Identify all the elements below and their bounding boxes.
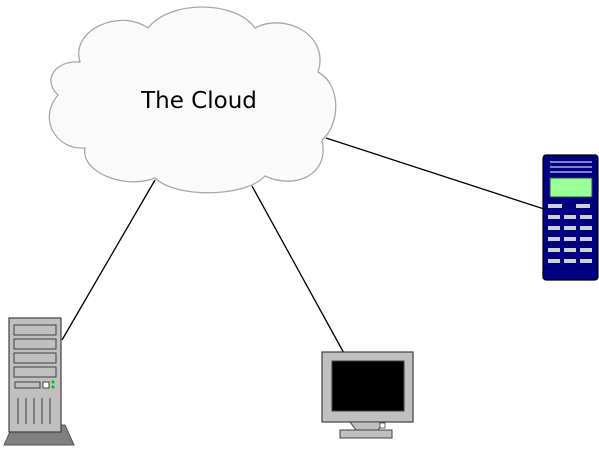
monitor-stand bbox=[339, 429, 393, 439]
connections bbox=[61, 137, 545, 356]
monitor-button bbox=[379, 422, 386, 429]
phone-screen bbox=[549, 177, 593, 198]
phone-keypad bbox=[548, 204, 592, 263]
server-bay-1 bbox=[13, 324, 57, 336]
phone-top-details bbox=[550, 161, 592, 173]
server-power-button bbox=[42, 381, 50, 389]
server-led-2 bbox=[51, 385, 55, 389]
connection-cloud-phone bbox=[325, 137, 545, 210]
server-bay-2 bbox=[13, 338, 57, 350]
monitor-neck bbox=[349, 421, 385, 431]
cloud-shape: The Cloud bbox=[48, 6, 337, 194]
cloud-icon bbox=[48, 6, 337, 194]
connection-cloud-monitor bbox=[251, 185, 346, 356]
server-vents bbox=[17, 398, 51, 424]
mobile-phone-icon bbox=[542, 154, 599, 281]
monitor-screen bbox=[331, 360, 405, 412]
monitor-icon bbox=[321, 351, 414, 439]
server-bay-4 bbox=[13, 366, 57, 378]
server-drive-slot bbox=[14, 381, 41, 389]
server-tower-icon bbox=[3, 317, 75, 446]
server-led-1 bbox=[51, 380, 55, 384]
cloud-label: The Cloud bbox=[140, 88, 257, 114]
server-bay-3 bbox=[13, 352, 57, 364]
connection-cloud-server bbox=[61, 179, 156, 341]
